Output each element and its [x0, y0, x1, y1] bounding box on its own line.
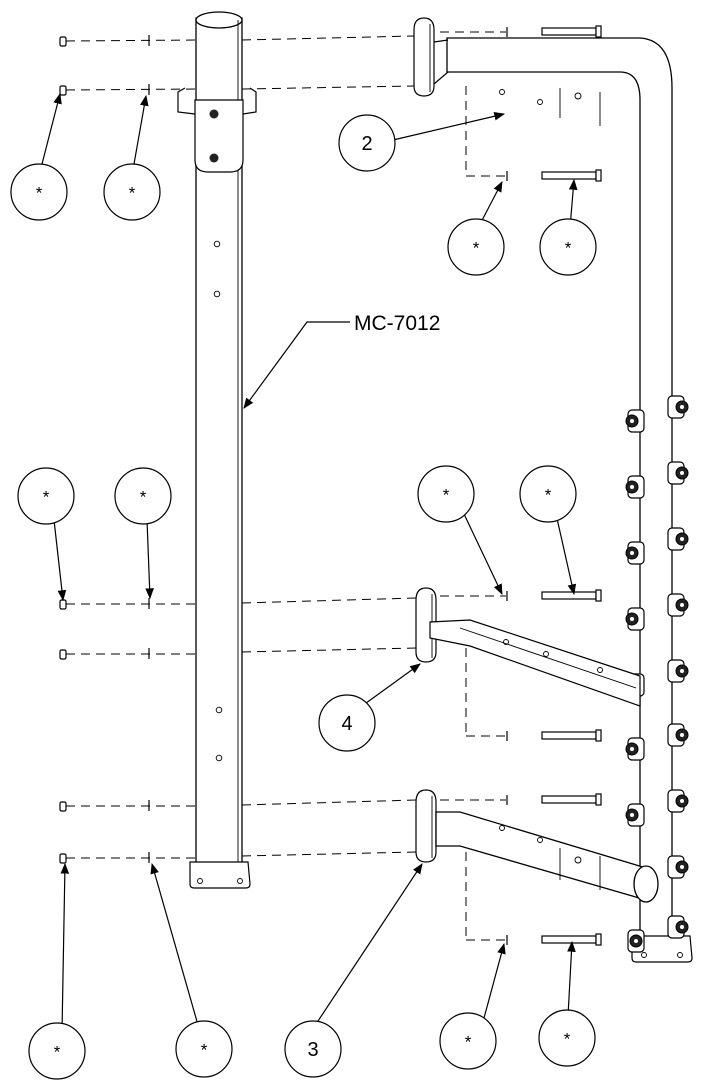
- peg-left-4: [625, 607, 645, 631]
- callout-3-text: 3: [307, 1039, 318, 1061]
- callout-star-9: *: [28, 1022, 86, 1080]
- callout-4-text: 4: [341, 713, 352, 735]
- callout-2-text: 2: [361, 133, 372, 155]
- callout-star-8-text: *: [545, 486, 552, 505]
- callout-star-10: *: [175, 1020, 233, 1078]
- peg-right-2: [667, 461, 689, 485]
- upper-arm-bracket: [413, 17, 449, 97]
- peg-left-6: [625, 737, 645, 761]
- peg-right-1: [667, 395, 689, 419]
- callout-star-5-text: *: [43, 488, 50, 507]
- main-post: [177, 11, 257, 889]
- hardware: [59, 25, 602, 946]
- callout-star-5: *: [17, 467, 75, 525]
- callout-3: 3: [284, 1020, 342, 1078]
- callout-star-10-text: *: [201, 1041, 208, 1060]
- callout-star-11-text: *: [465, 1033, 472, 1052]
- peg-left-1: [625, 409, 645, 433]
- callout-star-6: *: [114, 467, 172, 525]
- peg-right-3: [667, 527, 689, 551]
- right-frame: [446, 37, 693, 963]
- callout-star-12-text: *: [564, 1030, 571, 1049]
- middle-arm: [415, 587, 641, 707]
- peg-right-8: [667, 855, 689, 879]
- peg-right-6: [667, 723, 689, 747]
- peg-left-3: [625, 541, 645, 565]
- callout-star-12: *: [538, 1009, 596, 1067]
- peg-right-9: [667, 915, 689, 939]
- callout-star-7: *: [417, 465, 475, 523]
- part-label-mc7012: MC-7012: [354, 312, 440, 335]
- callout-star-2-text: *: [129, 184, 136, 203]
- callout-star-8: *: [519, 465, 577, 523]
- callout-star-4: *: [539, 218, 597, 276]
- peg-left-7: [625, 803, 645, 827]
- callout-star-6-text: *: [140, 488, 147, 507]
- callout-star-7-text: *: [443, 486, 450, 505]
- peg-right-7: [667, 789, 689, 813]
- peg-left-2: [625, 475, 645, 499]
- callout-star-4-text: *: [565, 239, 572, 258]
- peg-right-4: [667, 593, 689, 617]
- bolt-alignment-lines: [65, 31, 506, 941]
- callout-star-2: *: [103, 163, 161, 221]
- lower-arm: [415, 789, 659, 903]
- peg-left-9: [627, 929, 645, 953]
- callout-4: 4: [318, 694, 376, 752]
- callout-star-1-text: *: [36, 184, 43, 203]
- callout-star-9-text: *: [54, 1043, 61, 1062]
- peg-right-5: [667, 659, 689, 683]
- callout-star-1: *: [10, 163, 68, 221]
- callout-star-3-text: *: [473, 239, 480, 258]
- callout-2: 2: [338, 114, 396, 172]
- callout-star-3: *: [447, 218, 505, 276]
- callout-star-11: *: [439, 1012, 497, 1070]
